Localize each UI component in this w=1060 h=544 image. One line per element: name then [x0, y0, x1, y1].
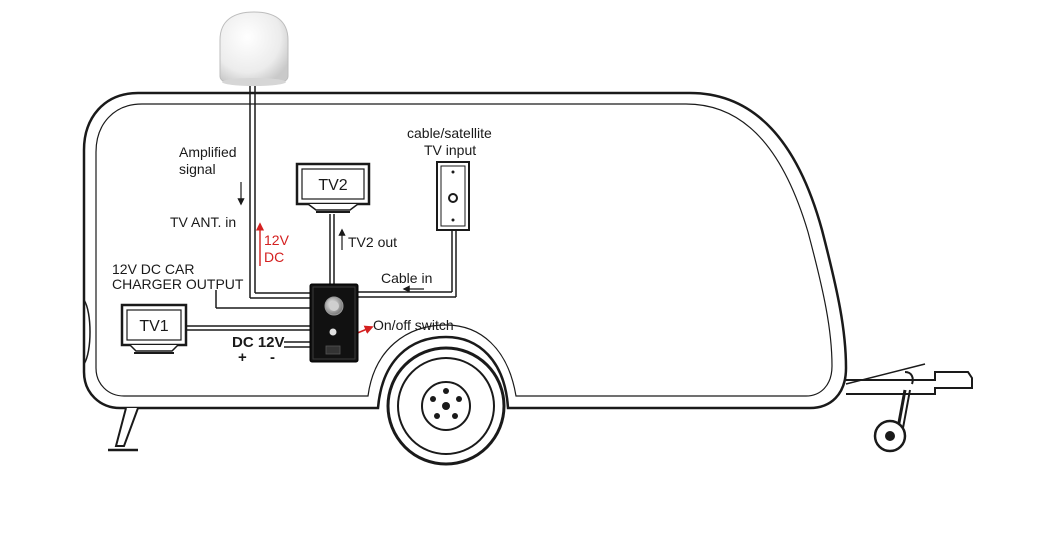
label-charger-1: 12V DC CAR — [112, 261, 194, 277]
antenna-dome — [219, 11, 289, 86]
label-amplified: Amplified — [179, 144, 237, 160]
amplifier-box — [309, 283, 359, 363]
label-charger-2: CHARGER OUTPUT — [112, 276, 244, 292]
label-on-off-switch: On/off switch — [373, 317, 454, 333]
label-dc: DC — [264, 249, 284, 265]
label-12v: 12V — [264, 232, 290, 248]
label-dc-12v: DC 12V — [232, 334, 285, 351]
label-plus: + — [238, 349, 247, 366]
label-signal: signal — [179, 161, 216, 177]
tv2-label: TV2 — [318, 177, 347, 194]
tv2 — [295, 162, 371, 213]
tv1-label: TV1 — [139, 318, 168, 335]
tv1 — [120, 303, 188, 354]
label-tv-ant-in: TV ANT. in — [170, 214, 236, 230]
wall-outlet — [436, 161, 470, 231]
label-tv-input: TV input — [424, 142, 476, 158]
label-cable-satellite: cable/satellite — [407, 125, 492, 141]
label-cable-in: Cable in — [381, 270, 432, 286]
wheel — [386, 346, 506, 466]
label-tv2-out: TV2 out — [348, 234, 397, 250]
label-minus: - — [270, 349, 275, 366]
tow-hitch — [845, 363, 973, 453]
